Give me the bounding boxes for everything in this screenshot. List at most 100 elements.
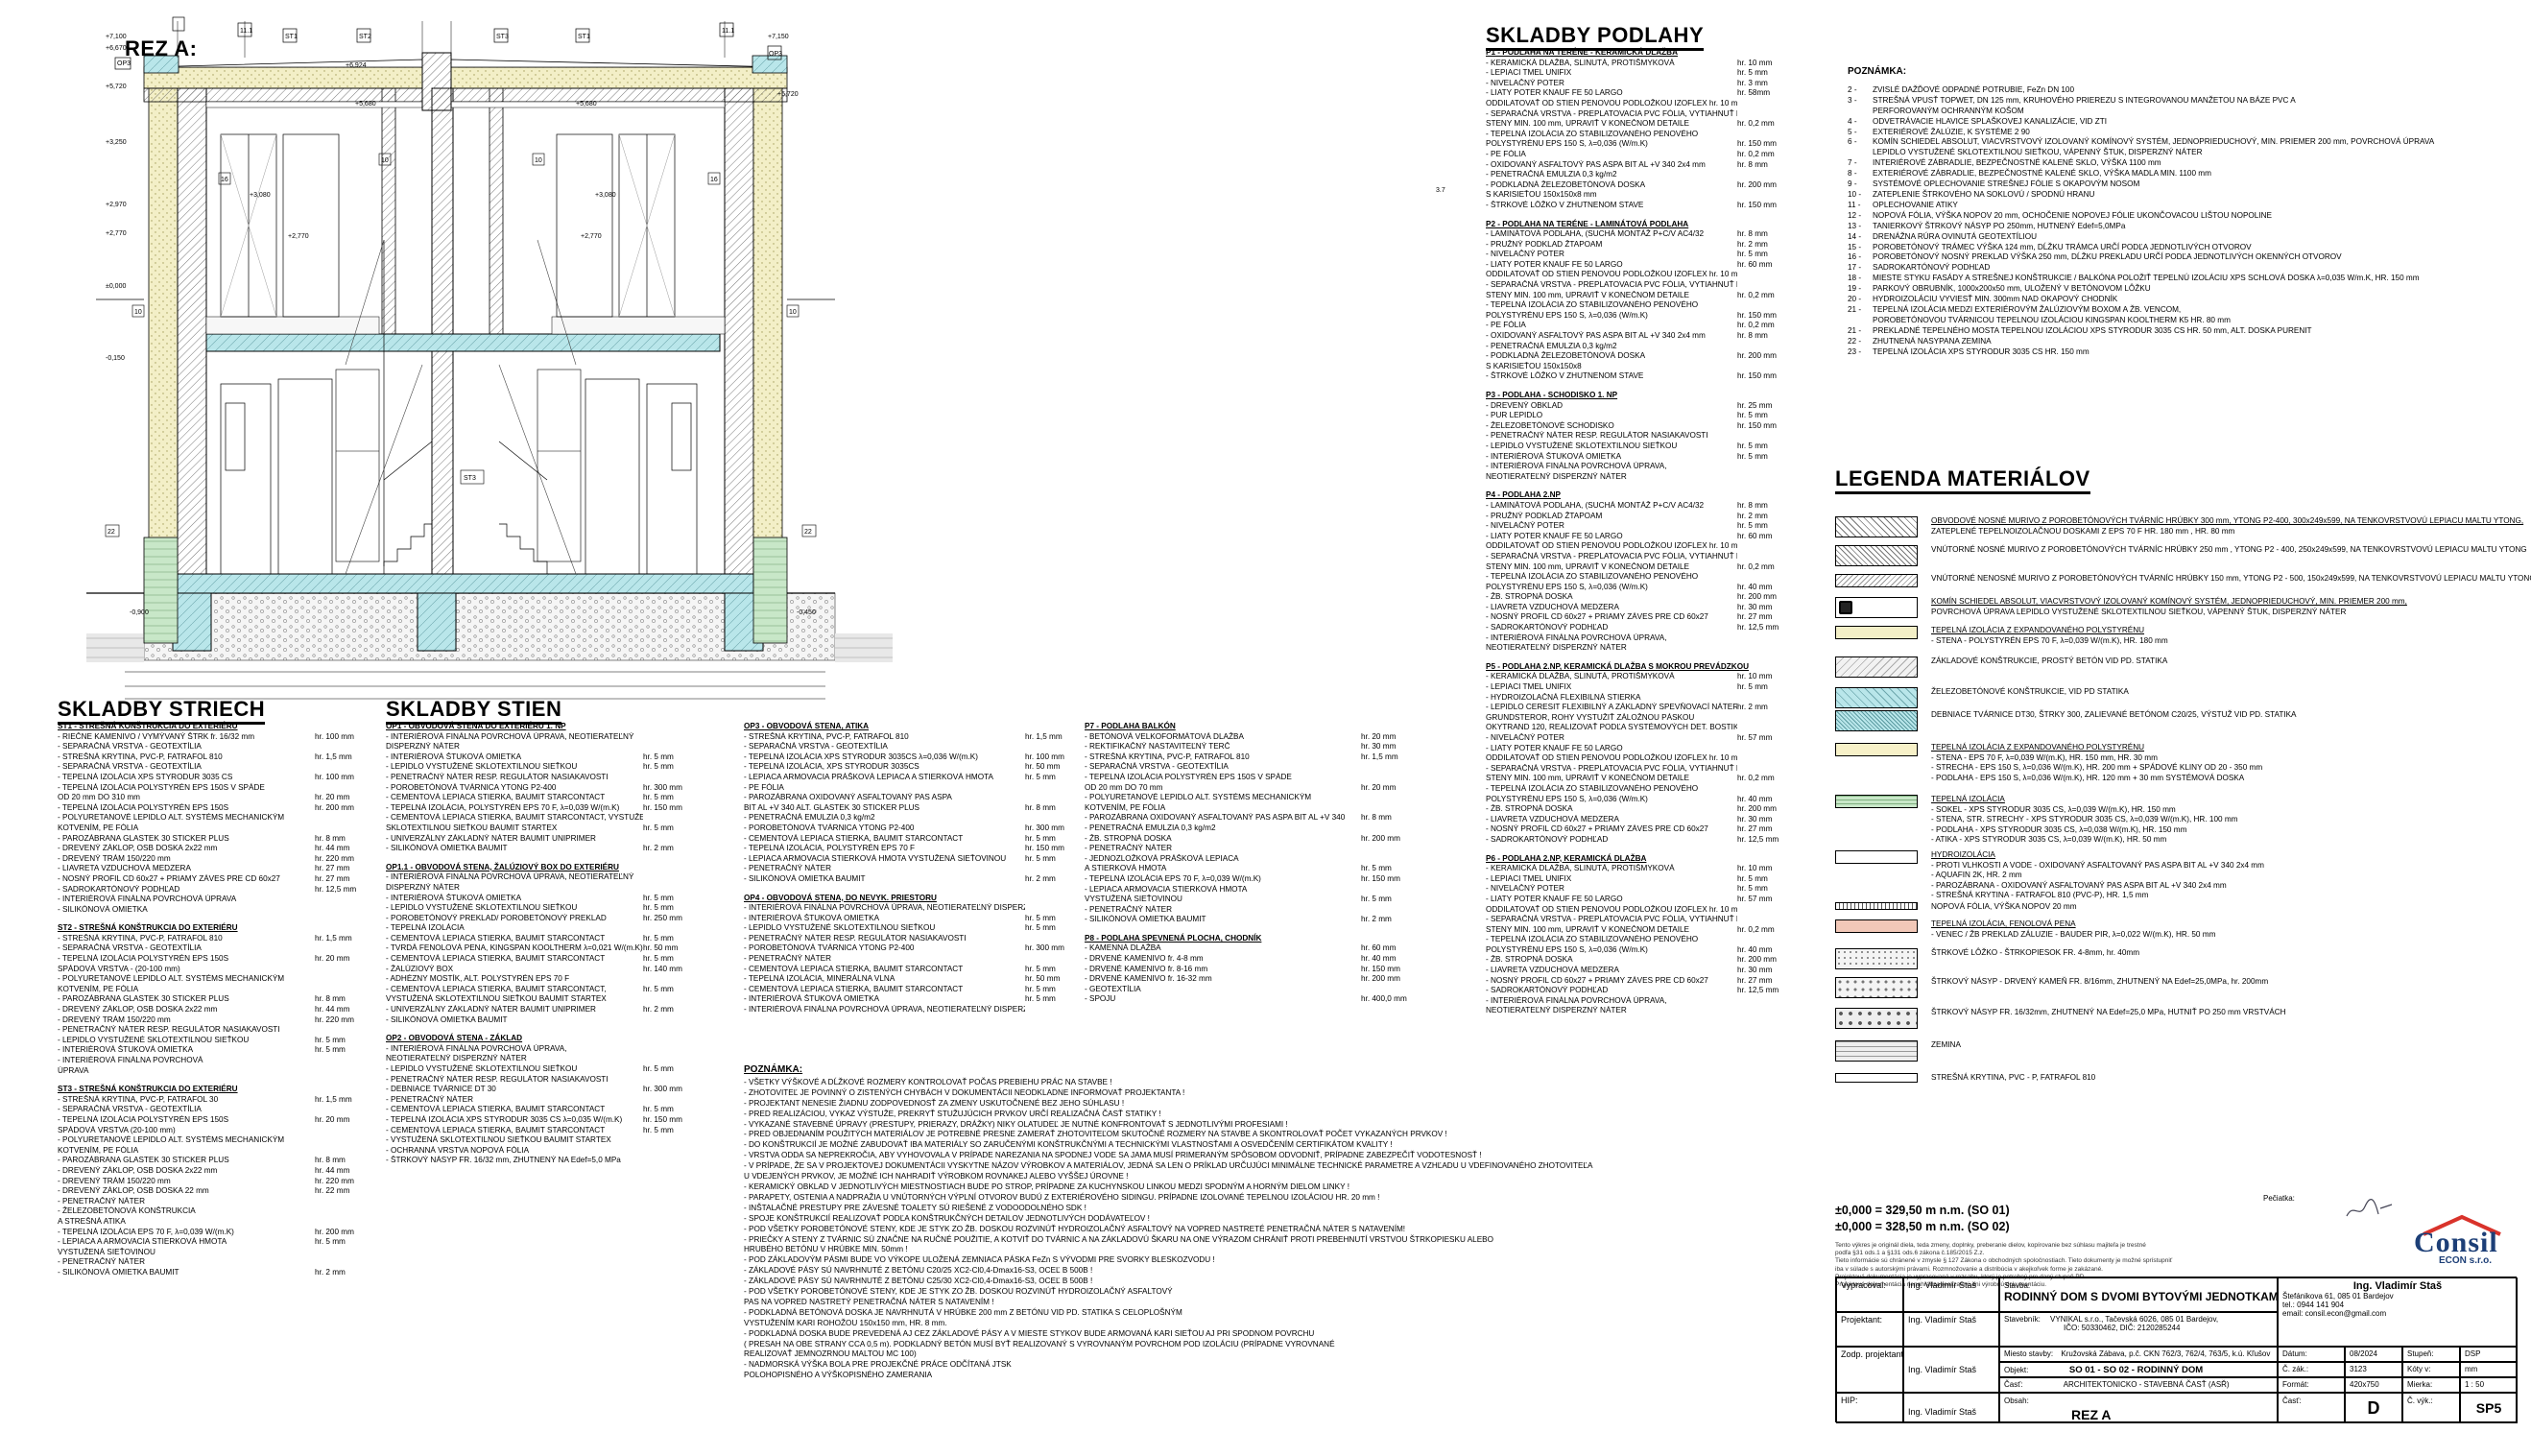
spec-row: - SILIKÓNOVÁ OMIETKA BAUMIT (386, 1015, 703, 1026)
spec-thickness (1737, 744, 1793, 754)
spec-layer: - ŽELEZOBETÓNOVÁ KONŠTRUKCIA (58, 1206, 196, 1216)
spec-thickness: hr. 250 mm (643, 913, 682, 922)
spec-thickness (643, 974, 703, 985)
spec-thickness: hr. 8 mm (1361, 813, 1392, 823)
section-svg: OP3 11.1 ST1 ST2 ST3 ST1 11.1 OP3 +7,100… (86, 16, 1445, 700)
spec-thickness: hr. 40 mm (1737, 582, 1773, 591)
spec-thickness: hr. 0,2 mm (1737, 321, 1775, 330)
spec-thickness: hr. 5 mm (1737, 884, 1768, 894)
spec-layer: - LEPIDLO VYSTUŽENÉ SKLOTEXTILNOU SIEŤKO… (744, 923, 936, 933)
spec-thickness (1737, 362, 1793, 372)
spec-row: - CEMENTOVÁ LEPIACA STIERKA, BAUMIT STAR… (386, 934, 703, 944)
spec-thickness (643, 1095, 703, 1106)
spec-row: DISPERZNÝ NÁTER (386, 742, 703, 752)
spec-thickness (1737, 905, 1793, 916)
spec-thickness (643, 923, 703, 934)
spec-layer: - LEPIACA A ARMOVACIA STIERKOVÁ HMOTA (58, 1237, 227, 1247)
spec-layer: - PENETRAČNÝ NÁTER (744, 864, 831, 873)
spec-layer: - PENETRAČNÝ NÁTER (1085, 844, 1172, 853)
spec-layer: - TEPELNÁ IZOLÁCIA ZO STABILIZOVANÉHO PE… (1486, 300, 1699, 310)
spec-row: - PENETRAČNÝ NÁTER (1085, 905, 1421, 916)
cvyk-value: SP5 (2475, 1400, 2502, 1416)
spec-thickness (1361, 762, 1421, 773)
legend-text-line: HYDROIZOLÁCIA (1931, 850, 1995, 859)
note-item: 4 -ODVETRÁVACIE HLAVICE SPLAŠKOVEJ KANAL… (1848, 117, 2510, 128)
spec-layer: - DREVENÝ TRÁM 150/220 mm (58, 853, 171, 863)
legend-text-line: ZÁKLADOVÉ KONŠTRUKCIE, PROSTÝ BETÓN VID … (1931, 656, 2168, 665)
spec-thickness (1737, 270, 1793, 280)
spec-layer: - PENETRAČNÝ NÁTER RESP. REGULÁTOR NASIA… (386, 1074, 609, 1084)
spec-thickness: hr. 60 mm (1737, 259, 1773, 269)
svg-text:+2,770: +2,770 (288, 233, 309, 240)
legend-text-line: NOPOVÁ FÓLIA, VÝŠKA NOPOV 20 mm (1931, 902, 2077, 911)
legend-text-line: OBVODOVÉ NOSNÉ MURIVO Z POROBETÓNOVÝCH T… (1931, 516, 2524, 525)
note-number: 14 - (1848, 231, 1862, 241)
spec-row: - KERAMICKÁ DLAŽBA, SLINUTÁ, PROTIŠMYKOV… (1486, 672, 1793, 682)
spec-thickness: hr. 30 mm (1737, 602, 1773, 611)
spec-layer: - NOSNÝ PROFIL CD 60x27 + PRIAMY ZÁVES P… (58, 873, 280, 883)
spec-thickness: hr. 27 mm (1737, 612, 1773, 622)
spec-thickness: hr. 5 mm (1361, 864, 1392, 873)
note-text: STREŠNÁ VPUSŤ TOPWET, DN 125 mm, KRUHOVÉ… (1873, 95, 2296, 105)
spec-layer: - POROBETÓNOVÁ TVÁRNICA YTONG P2-400 (386, 782, 557, 792)
spec-thickness (643, 1054, 703, 1064)
cvyk-label: Č. výk.: (2407, 1396, 2433, 1405)
spec-group-title: OP3 - OBVODOVÁ STENA, ATIKA (744, 722, 870, 730)
legend-text-line: - ATIKA - XPS STYRODUR 3035 CS, λ=0,039 … (1931, 835, 2167, 844)
spec-thickness: hr. 200 mm (315, 1227, 354, 1236)
spec-layer: POLYSTYRÉNU EPS 150 S, λ=0,036 (W/m.K) (1486, 582, 1648, 591)
legend-swatch (1835, 1073, 1918, 1083)
spec-layer: - INTERIÉROVÁ ŠTUKOVÁ OMIETKA (744, 994, 880, 1004)
spec-thickness: hr. 2 mm (643, 844, 674, 853)
note-text: HYDROIZOLÁCIU VYVIESŤ MIN. 300mm NAD OKA… (1873, 295, 2118, 304)
note-item: 21 -PREKLADNÉ TEPELNÉHO MOSTA TEPELNOU I… (1848, 326, 2510, 337)
spec-layer: - PAROZÁBRANA OXIDOVANÝ ASFALTOVANÝ PAS … (744, 793, 952, 802)
spec-layer: - PENETRAČNÝ NÁTER (1085, 904, 1172, 914)
spec-thickness: hr. 5 mm (643, 954, 674, 964)
datum-label: Dátum: (2282, 1349, 2307, 1358)
spec-row: - SEPARAČNÁ VRSTVA - GEOTEXTÍLIA (58, 742, 374, 752)
copyright-line: Tieto informácie sú chránené v zmysle § … (1835, 1257, 2173, 1265)
spec-row: - SEPARAČNÁ VRSTVA - PREPLATOVACIA PVC F… (1486, 109, 1793, 120)
spec-thickness: hr. 40 mm (1737, 794, 1773, 803)
spec-row: - INTERIÉROVÁ FINÁLNA POVRCHOVÁ (58, 1056, 374, 1066)
spec-row: - OCHRANNÁ VRSTVA NOPOVÁ FÓLIA (386, 1146, 703, 1157)
legend-swatch (1835, 574, 1918, 587)
note-number: 2 - (1848, 84, 1857, 94)
spec-row: NEOTIERATEĽNÝ DISPERZNÝ NÁTER (1486, 643, 1793, 654)
spec-group: OP1.1 - OBVODOVÁ STENA, ŽALÚZIOVÝ BOX DO… (386, 863, 703, 1026)
spec-row: - CEMENTOVÁ LEPIACA STIERKA, BAUMIT STAR… (744, 985, 1085, 995)
spec-thickness (315, 965, 374, 975)
note-text: ZVISLÉ DAŽĎOVÉ ODPADNÉ POTRUBIE, FeZn DN… (1873, 84, 2075, 94)
spec-row: - LIATY POTER KNAUF FE 50 LARGO (1486, 744, 1793, 754)
spec-thickness (1361, 793, 1421, 803)
signature-scribble (2346, 1198, 2393, 1217)
spec-layer: KOTVENÍM, PE FÓLIA (58, 984, 139, 993)
spec-layer: - DREVENÝ ZÁKLOP, OSB DOSKA 2x22 mm (58, 1005, 218, 1014)
spec-thickness: hr. 40 mm (1361, 954, 1397, 964)
remark-line: - VRSTVA ODDA SA NEPREKROČIA, ABY VYHOVO… (744, 1151, 1482, 1160)
spec-group-title: P8 - PODLAHA SPEVNENÁ PLOCHA, CHODNÍK (1085, 933, 1262, 943)
spec-layer: - ŠTRKOVÉ LÔŽKO V ZHUTNENOM STAVE (1486, 371, 1644, 381)
spec-row: - INTERIÉROVÁ FINÁLNA POVRCHOVÁ ÚPRAVA (58, 895, 374, 905)
note-number: 12 - (1848, 210, 1862, 220)
spec-row: - LEPIDLO CERESIT FLEXIBILNÝ A ZÁKLADNÝ … (1486, 703, 1793, 713)
note-text: EXTERIÉROVÉ ZÁBRADLIE, BEZPEČNOSTNÉ KALE… (1873, 169, 2211, 179)
note-item: 19 -PARKOVÝ OBRUBNÍK, 1000x200x50 mm, UL… (1848, 284, 2510, 295)
projektant-value: Ing. Vladimír Staš (1908, 1315, 1977, 1325)
spec-layer: - SEPARAČNÁ VRSTVA - GEOTEXTÍLIA (58, 742, 202, 752)
spec-group: ST3 - STREŠNÁ KONŠTRUKCIA DO EXTERIÉRU- … (58, 1085, 374, 1277)
spec-group: P1 - PODLAHA NA TERÉNE - KERAMICKÁ DLAŽB… (1486, 48, 1793, 211)
legend-swatch (1835, 626, 1918, 639)
legend-text: HYDROIZOLÁCIA- PROTI VLHKOSTI A VODE - O… (1931, 850, 2264, 901)
spec-thickness: hr. 5 mm (643, 933, 674, 943)
